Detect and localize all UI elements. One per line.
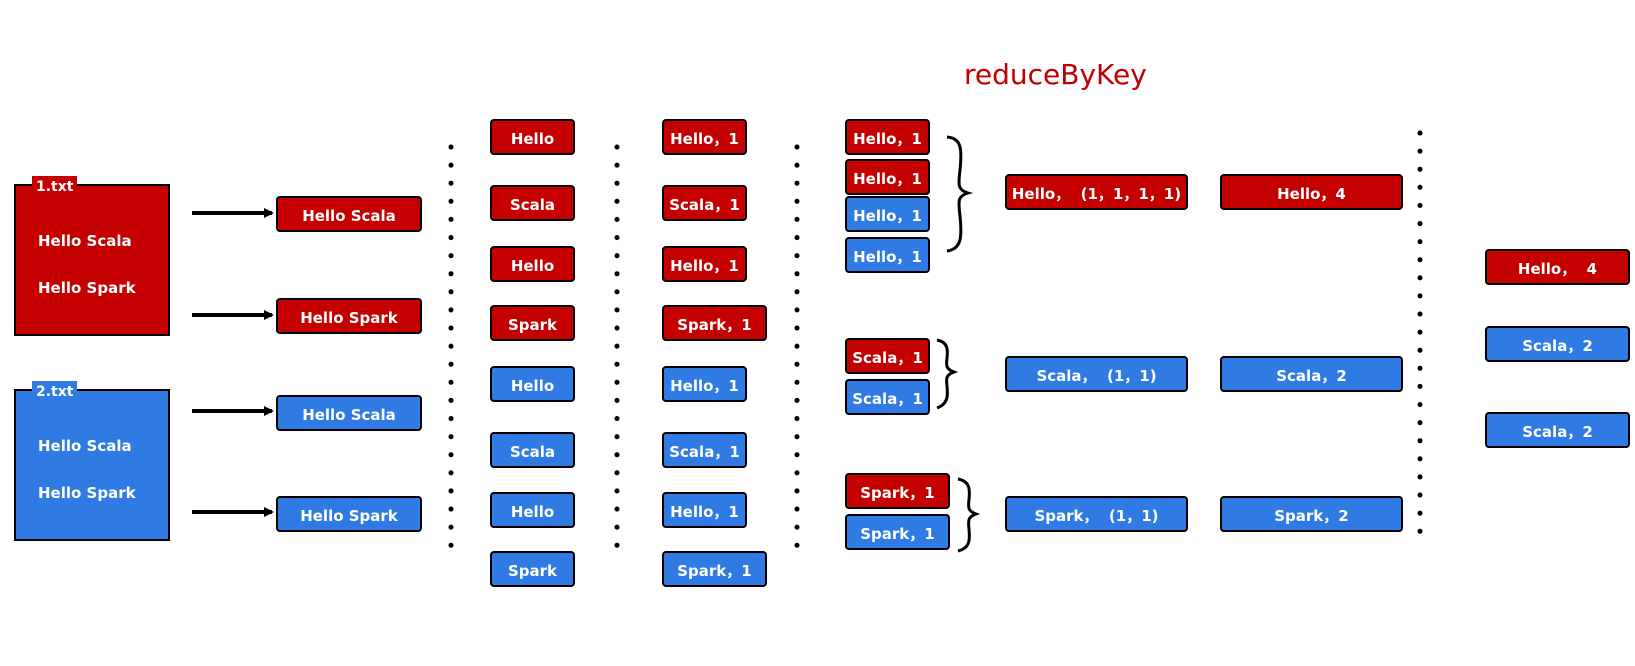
grouped-box: Hello，1 xyxy=(845,119,930,155)
result-box: Scala，2 xyxy=(1485,412,1630,448)
collected-box: Scala， (1，1) xyxy=(1005,356,1188,392)
result-box: Hello， 4 xyxy=(1485,249,1630,285)
file-1-line-2: Hello Spark xyxy=(38,279,136,297)
grouped-box: Hello，1 xyxy=(845,237,930,273)
line-box: Hello Scala xyxy=(276,196,422,232)
line-box: Hello Scala xyxy=(276,395,422,431)
word-box: Hello xyxy=(490,492,575,528)
reduced-box: Hello，4 xyxy=(1220,174,1403,210)
word-box: Spark xyxy=(490,305,575,341)
pair-box: Spark，1 xyxy=(662,551,767,587)
word-box: Hello xyxy=(490,246,575,282)
word-box: Hello xyxy=(490,119,575,155)
grouped-box: Scala，1 xyxy=(845,379,930,415)
file-1-line-1: Hello Scala xyxy=(38,232,132,250)
file-2-line-2: Hello Spark xyxy=(38,484,136,502)
pair-box: Hello，1 xyxy=(662,246,747,282)
word-box: Hello xyxy=(490,366,575,402)
grouped-box: Hello，1 xyxy=(845,159,930,195)
file-2-name: 2.txt xyxy=(32,381,78,403)
pair-box: Scala，1 xyxy=(662,432,747,468)
word-box: Scala xyxy=(490,185,575,221)
brace-scala xyxy=(936,338,959,410)
result-box: Scala，2 xyxy=(1485,326,1630,362)
word-box: Scala xyxy=(490,432,575,468)
collected-box: Spark， (1，1) xyxy=(1005,496,1188,532)
line-box: Hello Spark xyxy=(276,298,422,334)
brace-spark xyxy=(957,477,981,553)
word-box: Spark xyxy=(490,551,575,587)
file-1: 1.txt Hello Scala Hello Spark xyxy=(14,176,170,336)
grouped-box: Spark，1 xyxy=(845,514,950,550)
reduced-box: Spark，2 xyxy=(1220,496,1403,532)
grouped-box: Scala，1 xyxy=(845,338,930,374)
file-2-line-1: Hello Scala xyxy=(38,437,132,455)
reduced-box: Scala，2 xyxy=(1220,356,1403,392)
pair-box: Hello，1 xyxy=(662,119,747,155)
pair-box: Hello，1 xyxy=(662,492,747,528)
grouped-box: Spark，1 xyxy=(845,473,950,509)
file-1-name: 1.txt xyxy=(32,176,78,198)
line-box: Hello Spark xyxy=(276,496,422,532)
pair-box: Spark，1 xyxy=(662,305,767,341)
pair-box: Hello，1 xyxy=(662,366,747,402)
brace-hello xyxy=(946,135,974,253)
diagram-title: reduceByKey xyxy=(964,58,1147,91)
pair-box: Scala，1 xyxy=(662,185,747,221)
collected-box: Hello， (1，1，1，1) xyxy=(1005,174,1188,210)
grouped-box: Hello，1 xyxy=(845,196,930,232)
file-2: 2.txt Hello Scala Hello Spark xyxy=(14,381,170,541)
